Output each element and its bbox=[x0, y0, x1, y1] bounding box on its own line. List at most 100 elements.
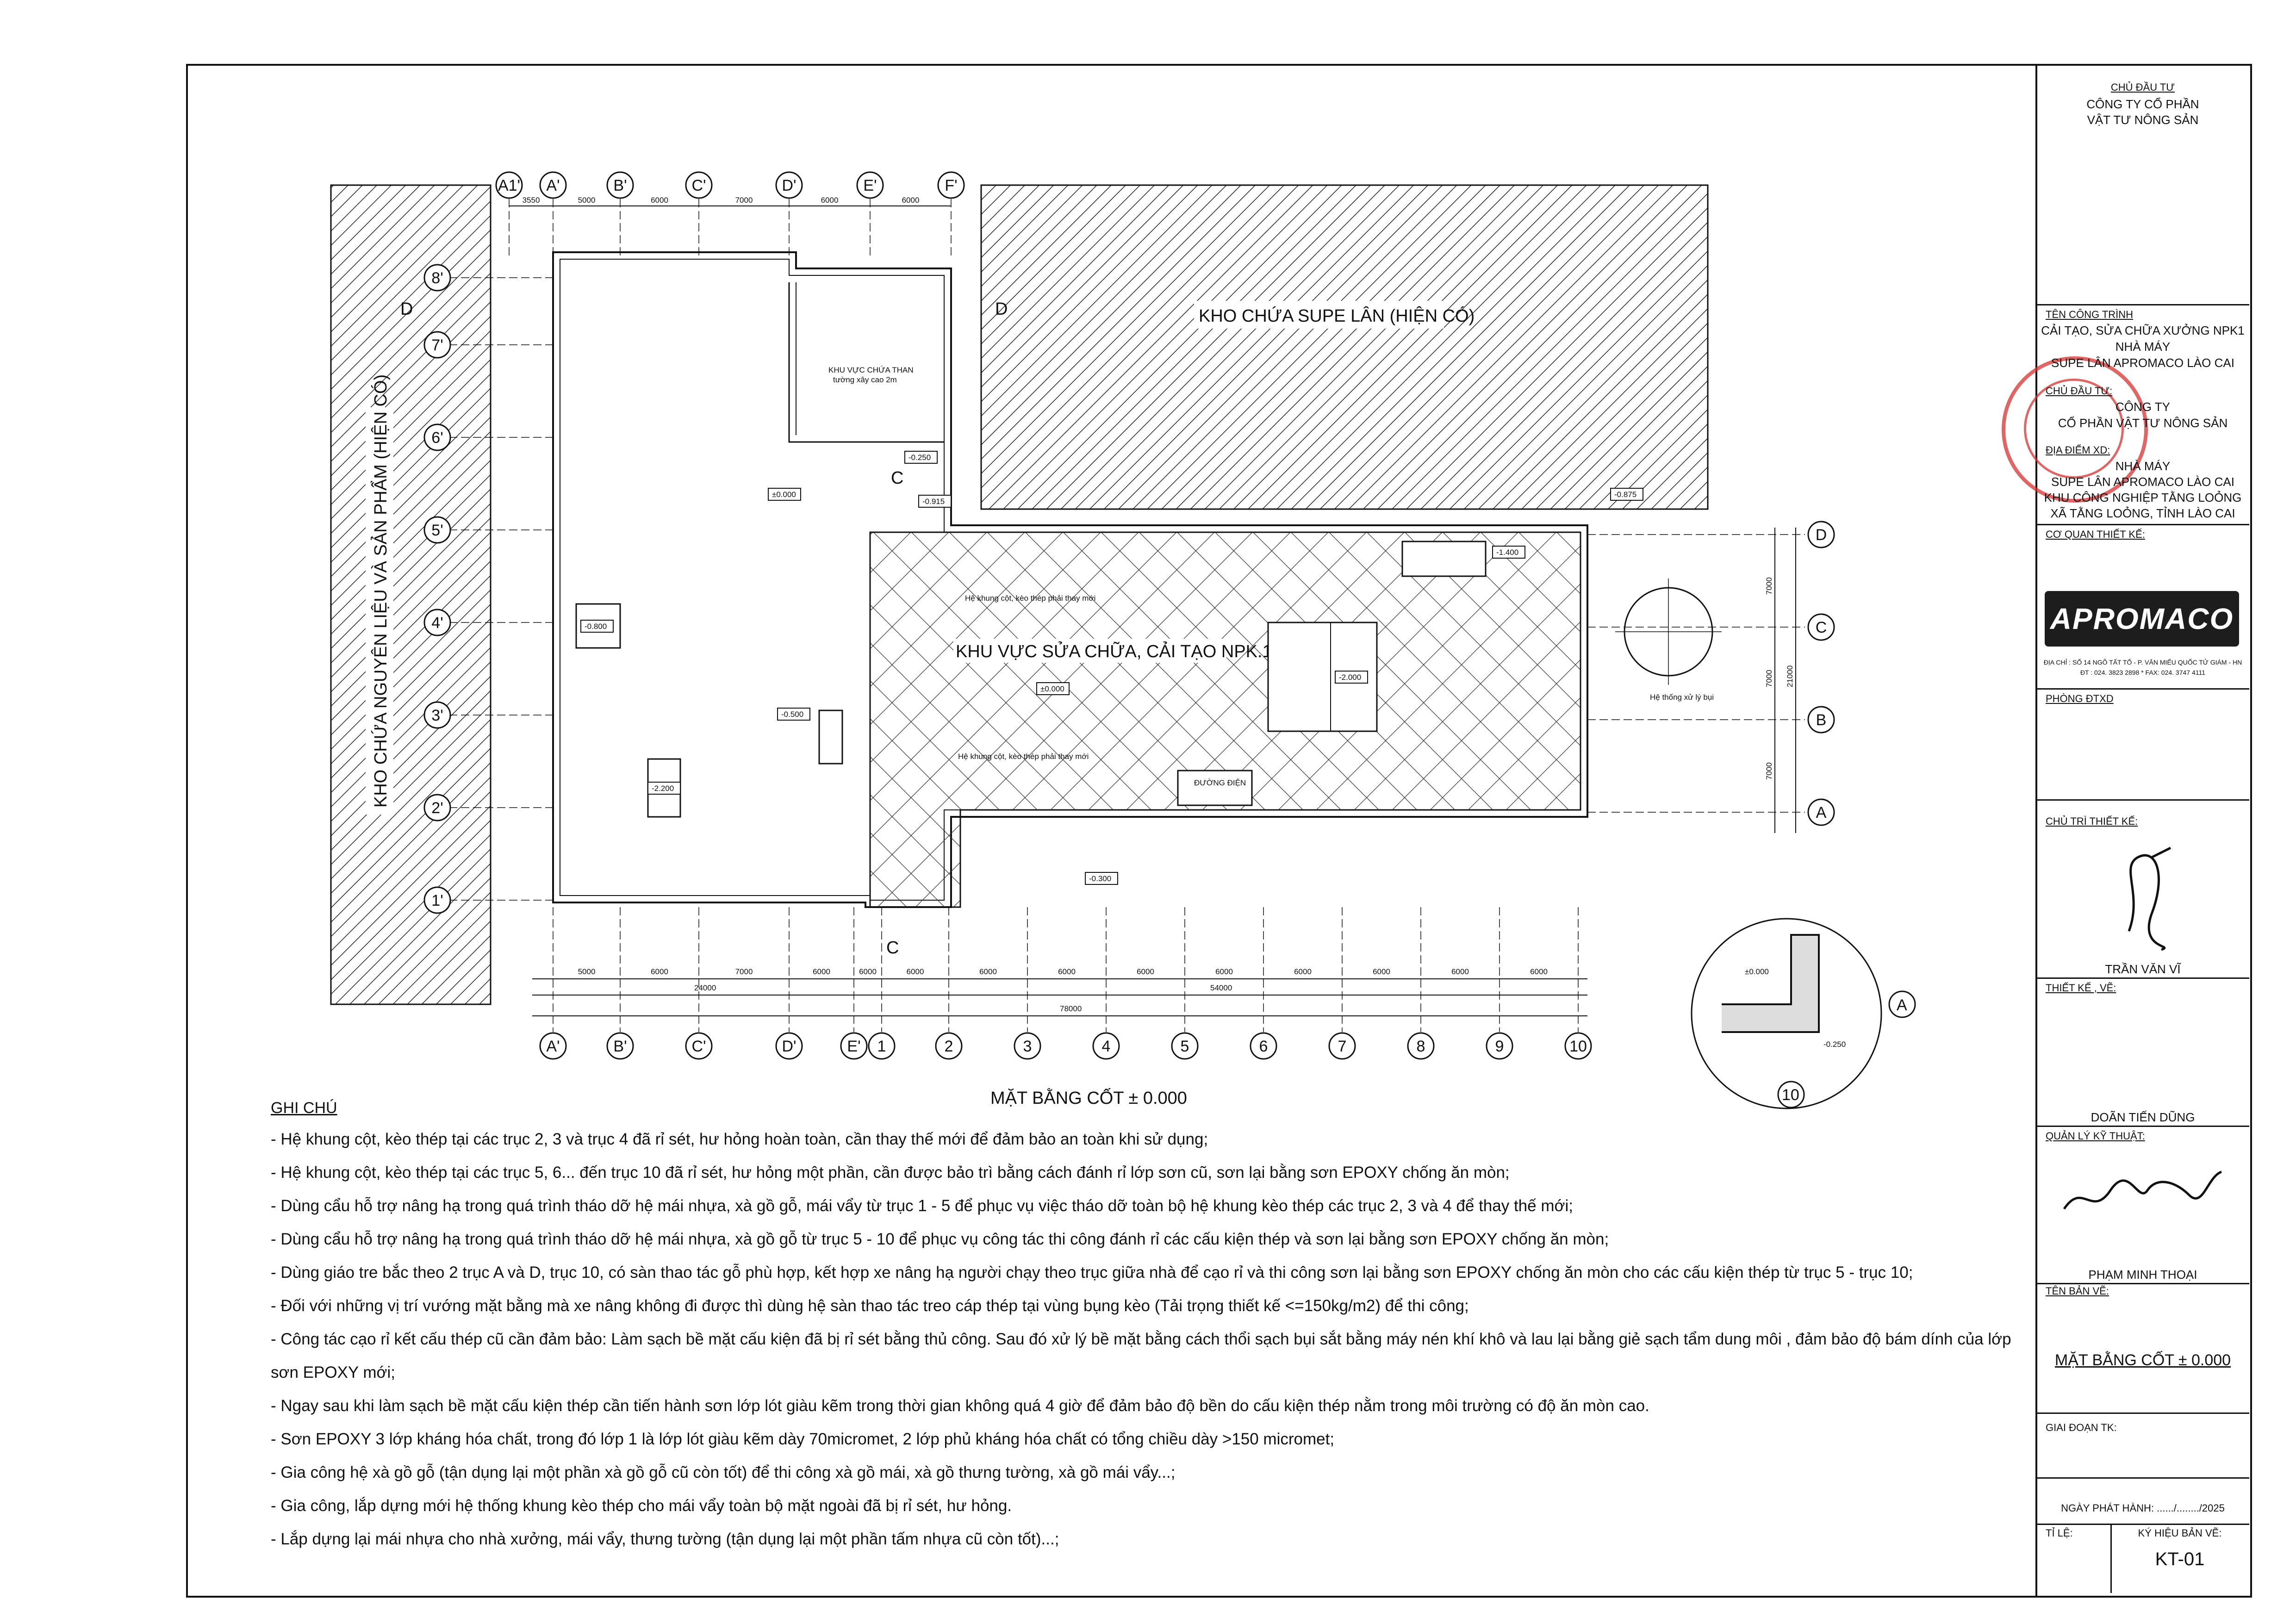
level-tag-2: ±0.000 bbox=[1040, 684, 1064, 693]
grid-top-bubble: B' bbox=[606, 171, 634, 199]
tb-tech-name: PHẠM MINH THOẠI bbox=[2088, 1268, 2197, 1282]
grid-bottom-bubble-label: 7 bbox=[1338, 1038, 1347, 1055]
tb-owner-label: CHỦ ĐẦU TƯ bbox=[2110, 81, 2175, 93]
road-label: ĐƯỜNG ĐIỆN bbox=[1194, 778, 1246, 787]
grid-left-bubble-label: 1' bbox=[431, 892, 443, 909]
grid-top-bubble-circle bbox=[606, 171, 634, 199]
level-tag-7: -2.000 bbox=[1339, 673, 1361, 682]
apromaco-logo: APROMACO bbox=[2045, 591, 2239, 647]
grid-left-bubble-circle bbox=[423, 331, 451, 359]
tb-divider bbox=[2036, 304, 2249, 305]
steel-replace-label-1: Hệ khung cột, kèo thép phải thay mới bbox=[965, 594, 1095, 603]
steel-replace-label-2: Hệ khung cột, kèo thép phải thay mới bbox=[958, 752, 1089, 761]
grid-bottom-bubble: 1 bbox=[868, 1032, 896, 1060]
grid-top-bubble-label: A1' bbox=[498, 177, 520, 194]
level-tag-6: -0.300 bbox=[1089, 874, 1111, 883]
grid-bottom-bubble: 5 bbox=[1171, 1032, 1199, 1060]
level-tag-9: -0.250 bbox=[908, 453, 931, 462]
grid-top-bubble-label: A' bbox=[546, 177, 560, 194]
grid-top-bubble: F' bbox=[937, 171, 965, 199]
bottom-dim: 6000 bbox=[1294, 967, 1312, 976]
grid-bottom-bubble-circle bbox=[1250, 1032, 1277, 1060]
grid-left-bubble-label: 6' bbox=[431, 429, 443, 447]
grid-left-bubble-circle bbox=[423, 264, 451, 292]
tb-divider bbox=[2036, 1283, 2249, 1284]
grid-top-bubble: A1' bbox=[495, 171, 523, 199]
grid-left-bubble-label: 3' bbox=[431, 707, 443, 724]
equipment-block-5 bbox=[818, 709, 843, 765]
bottom-dim: 5000 bbox=[578, 967, 596, 976]
grid-right-bubble-label: D bbox=[1816, 526, 1827, 544]
detail-axis-10-bubble bbox=[1777, 1081, 1805, 1108]
level-tag-3: -0.800 bbox=[585, 622, 607, 631]
grid-top-bubble-label: F' bbox=[945, 177, 957, 194]
bottom-dim: 6000 bbox=[1058, 967, 1076, 976]
grid-top-bubble: E' bbox=[856, 171, 884, 199]
grid-bottom-bubble-circle bbox=[1171, 1032, 1199, 1060]
grid-left-bubble: 1' bbox=[423, 886, 451, 914]
repair-label-bg bbox=[953, 639, 1226, 663]
note-item: - Dùng giáo tre bắc theo 2 trục A và D, … bbox=[271, 1263, 1913, 1282]
level-tag-11: -0.875 bbox=[1614, 490, 1636, 499]
grid-bottom-bubble-circle bbox=[1486, 1032, 1513, 1060]
grid-left-bubble: 6' bbox=[423, 423, 451, 451]
tb-owner-line1: CÔNG TY CỔ PHẦN bbox=[2086, 97, 2199, 111]
bottom-dim: 6000 bbox=[1530, 967, 1548, 976]
grid-top-bubble-label: E' bbox=[863, 177, 877, 194]
tb-sheet-name: MẶT BẰNG CỐT ± 0.000 bbox=[2054, 1351, 2231, 1369]
equipment-block-3 bbox=[575, 603, 621, 649]
detail-level-1: ±0.000 bbox=[1745, 967, 1769, 976]
grid-left-bubble-circle bbox=[423, 423, 451, 451]
coal-area-label: KHU VỰC CHỨA THAN bbox=[828, 366, 914, 374]
bottom-dim: 6000 bbox=[813, 967, 830, 976]
bottom-dim: 6000 bbox=[859, 967, 877, 976]
grid-bottom-bubble-label: C' bbox=[691, 1038, 706, 1055]
grid-left-bubble: 3' bbox=[423, 701, 451, 729]
tb-divider bbox=[2036, 1524, 2249, 1525]
grid-top-bubble-label: D' bbox=[782, 177, 796, 194]
tb-code: KT-01 bbox=[2155, 1549, 2205, 1569]
grid-right-bubble-circle bbox=[1807, 521, 1835, 548]
grid-bottom-bubble-label: 4 bbox=[1102, 1038, 1111, 1055]
raw-store-label-bg bbox=[366, 407, 393, 815]
tb-divider bbox=[2036, 977, 2249, 979]
grid-bottom-bubble-label: 9 bbox=[1495, 1038, 1504, 1055]
note-item: - Đối với những vị trí vướng mặt bằng mà… bbox=[271, 1297, 1469, 1315]
grid-bottom-bubble: 10 bbox=[1564, 1032, 1592, 1060]
section-c-bottom: C bbox=[886, 938, 899, 958]
grid-bottom-bubble-circle bbox=[868, 1032, 896, 1060]
tb-owner-line2: VẬT TƯ NÔNG SẢN bbox=[2087, 113, 2199, 127]
tb-code-label: KÝ HIỆU BẢN VẼ: bbox=[2138, 1527, 2222, 1539]
grid-top-dim: 7000 bbox=[735, 196, 753, 205]
section-d-left: D bbox=[400, 299, 413, 319]
grid-top-bubble-label: B' bbox=[613, 177, 627, 194]
raw-store-label: KHO CHỨA NGUYÊN LIỆU VÀ SẢN PHẨM (HIỆN C… bbox=[370, 374, 391, 808]
grid-bottom-bubble-circle bbox=[1014, 1032, 1041, 1060]
grid-top-dim: 6000 bbox=[821, 196, 839, 205]
grid-top-dim: 5000 bbox=[578, 196, 596, 205]
note-item: - Ngay sau khi làm sạch bề mặt cấu kiện … bbox=[271, 1397, 1649, 1415]
grid-bottom-bubble: D' bbox=[775, 1032, 803, 1060]
dim-right-2: 7000 bbox=[1765, 670, 1773, 687]
grid-right-bubble: B bbox=[1807, 706, 1835, 734]
dim-right-1: 7000 bbox=[1765, 577, 1773, 595]
tb-tech-label: QUẢN LÝ KỸ THUẬT: bbox=[2046, 1130, 2145, 1142]
tb-vdivider bbox=[2110, 1524, 2112, 1593]
building-outline bbox=[552, 251, 1588, 908]
note-item: - Lắp dựng lại mái nhựa cho nhà xưởng, m… bbox=[271, 1530, 1059, 1548]
grid-top-bubble-label: C' bbox=[691, 177, 706, 194]
chief-signature bbox=[2128, 846, 2172, 951]
grid-bottom-bubble: 9 bbox=[1486, 1032, 1513, 1060]
dim-total: 78000 bbox=[1060, 1004, 1082, 1013]
tb-investor-label: CHỦ ĐẦU TƯ: bbox=[2046, 385, 2113, 397]
tb-divider bbox=[2036, 1412, 2249, 1414]
grid-bottom-bubble-label: A' bbox=[546, 1038, 560, 1055]
tb-divider bbox=[2036, 524, 2249, 525]
dim-right-3: 7000 bbox=[1765, 762, 1773, 780]
supe-store-hatch bbox=[980, 184, 1709, 510]
grid-left-bubble-circle bbox=[423, 701, 451, 729]
tb-issue-date: NGÀY PHÁT HÀNH: ....../......../2025 bbox=[2061, 1502, 2225, 1514]
grid-top-dim: 6000 bbox=[902, 196, 920, 205]
grid-bottom-bubble-circle bbox=[935, 1032, 963, 1060]
